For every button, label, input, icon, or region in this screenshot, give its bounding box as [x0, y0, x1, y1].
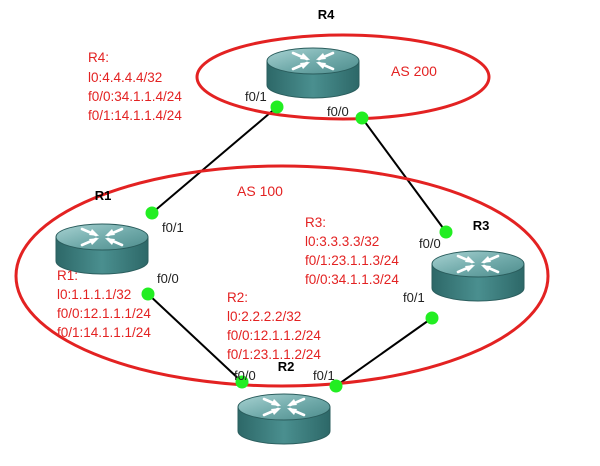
config-line: f0/0:34.1.1.4/24 [88, 89, 182, 104]
config-line: f0/1:23.1.1.2/24 [227, 347, 321, 362]
config-line: l0:2.2.2.2/32 [227, 309, 301, 324]
router-icon [237, 393, 331, 445]
config-line: R4: [88, 50, 109, 65]
config-block-r3: R3: l0:3.3.3.3/32 f0/1:23.1.1.3/24 f0/0:… [305, 215, 399, 287]
as100-ring [14, 164, 550, 388]
as200-label: AS 200 [391, 63, 437, 79]
config-line: R3: [305, 215, 326, 230]
router-r4[interactable] [266, 47, 360, 99]
router-r4-label: R4 [318, 7, 335, 22]
router-r2-label: R2 [278, 359, 295, 374]
port-dot-icon[interactable] [425, 311, 439, 325]
config-line: R2: [227, 290, 248, 305]
links [147, 106, 447, 387]
iface-label-r1-f0-1: f0/1 [162, 220, 184, 235]
config-line: l0:3.3.3.3/32 [305, 234, 379, 249]
link-r4-r3 [361, 117, 447, 233]
config-line: f0/1:14.1.1.1/24 [57, 325, 151, 340]
port-dot-icon[interactable] [141, 287, 155, 301]
as200-ring [195, 33, 491, 121]
link-r4-r1 [151, 106, 278, 214]
config-block-r4: R4: l0:4.4.4.4/32 f0/0:34.1.1.4/24 f0/1:… [88, 50, 182, 123]
link-r1-r2 [147, 293, 243, 383]
port-dot-icon[interactable] [439, 225, 453, 239]
config-line: f0/0:12.1.1.2/24 [227, 328, 321, 343]
router-icon [55, 223, 149, 275]
config-line: f0/0:12.1.1.1/24 [57, 306, 151, 321]
link-r2-r3 [335, 317, 433, 387]
port-dot-icon[interactable] [235, 375, 249, 389]
config-line: f0/0:34.1.1.3/24 [305, 272, 399, 287]
iface-label-r3-f0-0: f0/0 [419, 236, 441, 251]
config-block-r1: R1: l0:1.1.1.1/32 f0/0:12.1.1.1/24 f0/1:… [57, 268, 151, 340]
as100-label: AS 100 [237, 183, 283, 199]
config-line: l0:4.4.4.4/32 [88, 70, 162, 85]
router-icon [266, 47, 360, 99]
iface-label-r2-f0-1: f0/1 [313, 368, 335, 383]
config-line: f0/1:23.1.1.3/24 [305, 253, 399, 268]
config-line: R1: [57, 268, 78, 283]
router-icon [431, 250, 525, 302]
router-r3[interactable] [431, 250, 525, 302]
iface-label-r4-f0-0: f0/0 [327, 104, 349, 119]
ports [141, 100, 453, 393]
router-r3-label: R3 [473, 218, 490, 233]
config-line: f0/1:14.1.1.4/24 [88, 108, 182, 123]
iface-label-r4-f0-1: f0/1 [245, 89, 267, 104]
port-dot-icon[interactable] [270, 100, 284, 114]
iface-label-r1-f0-0: f0/0 [157, 271, 179, 286]
router-r1[interactable] [55, 223, 149, 275]
port-dot-icon[interactable] [355, 111, 369, 125]
port-dot-icon[interactable] [329, 379, 343, 393]
config-block-r2: R2: l0:2.2.2.2/32 f0/0:12.1.1.2/24 f0/1:… [227, 290, 321, 362]
iface-label-r3-f0-1: f0/1 [403, 290, 425, 305]
config-line: l0:1.1.1.1/32 [57, 287, 131, 302]
port-dot-icon[interactable] [145, 206, 159, 220]
router-r1-label: R1 [95, 188, 112, 203]
iface-label-r2-f0-0: f0/0 [234, 368, 256, 383]
router-r2[interactable] [237, 393, 331, 445]
